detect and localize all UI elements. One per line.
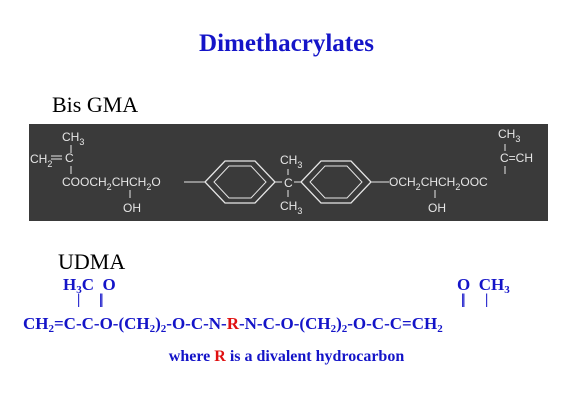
caption-r: R: [214, 348, 226, 365]
center-ch3-top: CH3: [280, 153, 302, 170]
center-c: C: [284, 176, 293, 190]
udma-r-group: R: [226, 314, 239, 333]
left-ch2: CH2: [30, 152, 52, 169]
right-ester-chain: OCH2CHCH2OOC: [389, 175, 488, 192]
left-oh: OH: [123, 201, 141, 215]
right-benzene-inner: [309, 165, 363, 199]
right-oh: OH: [428, 201, 446, 215]
left-benzene-inner: [213, 165, 267, 199]
left-ch3: CH3: [62, 130, 84, 147]
slide-title: Dimethacrylates: [199, 30, 374, 57]
udma-formula: CH2=C-C-O-(CH2)2-O-C-N-R-N-C-O-(CH2)2-O-…: [23, 314, 443, 335]
right-benzene-ring: [300, 160, 372, 204]
udma-double-bond-right: ||: [461, 292, 465, 308]
udma-single-bond-right: |: [485, 292, 489, 308]
right-c-ch: C=CH: [500, 151, 533, 165]
bis-gma-structure-panel: CH3 CH2 C COOCH2CHCH2O OH CH3 C CH3 OCH2…: [29, 124, 548, 221]
bis-gma-label: Bis GMA: [52, 92, 139, 117]
udma-caption: where R is a divalent hydrocarbon: [168, 348, 405, 365]
udma-double-bond-left: ||: [99, 292, 103, 308]
center-ch3-bottom: CH3: [280, 199, 302, 216]
right-ch3: CH3: [498, 127, 520, 144]
left-ester-chain: COOCH2CHCH2O: [62, 175, 161, 192]
udma-right-substituents: O CH3: [457, 275, 510, 296]
udma-left-substituents: H3C O: [63, 275, 116, 296]
left-benzene-ring: [204, 160, 276, 204]
udma-label: UDMA: [58, 249, 126, 274]
left-c: C: [65, 151, 74, 165]
udma-single-bond-left: |: [77, 292, 81, 308]
bis-gma-structure: CH3 CH2 C COOCH2CHCH2O OH CH3 C CH3 OCH2…: [30, 127, 533, 216]
